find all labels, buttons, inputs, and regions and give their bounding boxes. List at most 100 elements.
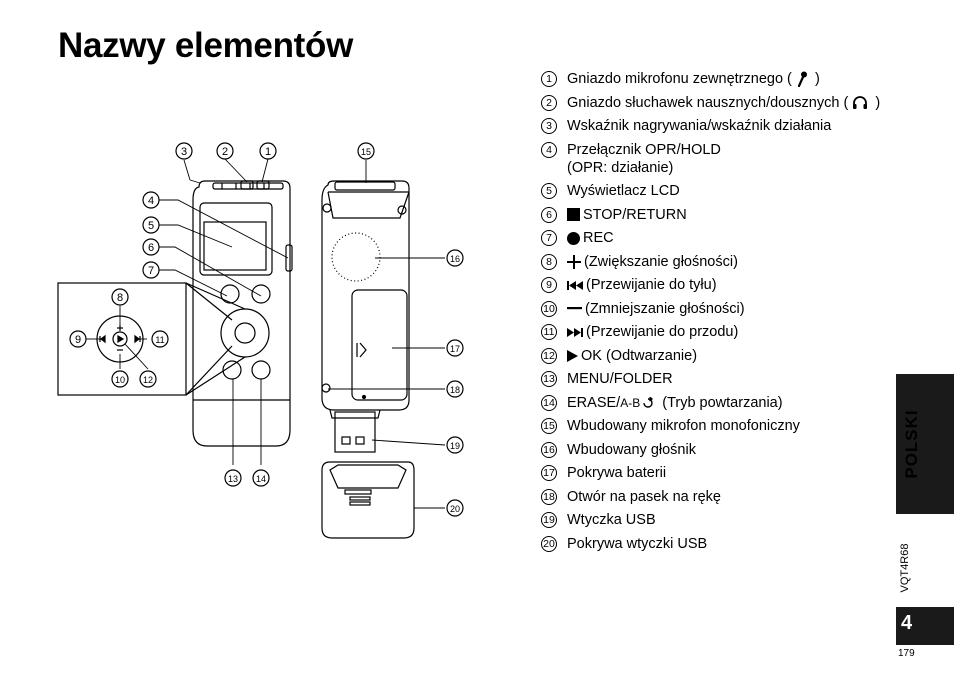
dial-ok xyxy=(234,322,256,344)
stop-square-icon xyxy=(567,208,580,222)
item-number: 12 xyxy=(541,347,557,364)
svg-text:17: 17 xyxy=(450,344,460,354)
item-number: 6 xyxy=(541,206,557,223)
back-mic-grille xyxy=(334,181,396,191)
list-item: 12 OK (Odtwarzanie) xyxy=(541,347,886,365)
parts-list: 1 Gniazdo mikrofonu zewnętrznego ( ) 2 G… xyxy=(541,70,886,558)
page-number: 4 xyxy=(901,612,913,634)
list-item: 10 (Zmniejszanie głośności) xyxy=(541,300,886,318)
item-number: 2 xyxy=(541,94,557,111)
svg-text:10: 10 xyxy=(115,375,125,385)
list-item: 1 Gniazdo mikrofonu zewnętrznego ( ) xyxy=(541,70,886,88)
page-number-box xyxy=(896,607,954,645)
list-item: 5 Wyświetlacz LCD xyxy=(541,182,886,200)
item-number: 4 xyxy=(541,141,557,158)
callout-2: 2 xyxy=(216,142,234,160)
minus-icon xyxy=(567,307,582,310)
item-number: 1 xyxy=(541,71,557,87)
svg-text:6: 6 xyxy=(148,242,154,254)
callout-4: 4 xyxy=(142,191,160,209)
svg-text:12: 12 xyxy=(143,375,153,385)
item-number: 5 xyxy=(541,183,557,199)
callout-1: 1 xyxy=(259,142,277,160)
item-number: 10 xyxy=(541,300,557,317)
list-item: 8 (Zwiększanie głośności) xyxy=(541,253,886,271)
list-item: 3 Wskaźnik nagrywania/wskaźnik działania xyxy=(541,117,886,135)
callout-16: 16 xyxy=(446,249,464,267)
erase-button xyxy=(251,360,271,380)
usb-cover xyxy=(321,461,415,539)
callout-19: 19 xyxy=(446,436,464,454)
list-item: 19 Wtyczka USB xyxy=(541,511,886,529)
record-dot-icon xyxy=(567,231,580,245)
item-number: 20 xyxy=(541,535,557,552)
callout-12: 12 xyxy=(139,370,157,388)
item-number: 16 xyxy=(541,441,557,458)
item-number: 7 xyxy=(541,230,557,246)
item-number: 13 xyxy=(541,371,557,387)
list-item: 20 Pokrywa wtyczki USB xyxy=(541,535,886,553)
device-diagram: 3 2 1 15 4 5 6 7 8 9 11 10 12 13 14 16 1… xyxy=(57,142,464,539)
list-item: 2 Gniazdo słuchawek nausznych/dousznych … xyxy=(541,94,886,112)
page-title: Nazwy elementów xyxy=(58,26,354,65)
svg-text:4: 4 xyxy=(148,195,154,207)
strap-hole xyxy=(321,383,331,393)
item-number: 14 xyxy=(541,394,557,411)
svg-text:8: 8 xyxy=(117,292,123,304)
callout-15: 15 xyxy=(357,142,375,160)
microphone-icon xyxy=(797,71,807,88)
list-item: 18 Otwór na pasek na rękę xyxy=(541,488,886,506)
item-number: 19 xyxy=(541,512,557,528)
list-item: 11 (Przewijanie do przodu) xyxy=(541,323,886,341)
headphone-jack xyxy=(240,180,254,190)
rewind-icon xyxy=(567,280,583,290)
svg-text:1: 1 xyxy=(265,146,271,158)
repeat-ab-icon: A-B xyxy=(620,396,658,410)
svg-text:20: 20 xyxy=(450,504,460,514)
callout-6: 6 xyxy=(142,238,160,256)
svg-text:9: 9 xyxy=(75,334,81,346)
usb-plug xyxy=(334,411,376,453)
back-body xyxy=(321,180,410,411)
callout-20: 20 xyxy=(446,499,464,517)
list-item: 6 STOP/RETURN xyxy=(541,206,886,224)
svg-text:19: 19 xyxy=(450,441,460,451)
item-number: 17 xyxy=(541,465,557,481)
lcd-frame xyxy=(199,202,273,276)
callout-13: 13 xyxy=(224,469,242,487)
callout-17: 17 xyxy=(446,339,464,357)
item-number: 8 xyxy=(541,253,557,270)
list-item: 9 (Przewijanie do tyłu) xyxy=(541,276,886,294)
list-item: 4 Przełącznik OPR/HOLD (OPR: działanie) xyxy=(541,141,886,177)
callout-5: 5 xyxy=(142,216,160,234)
menu-button xyxy=(222,360,242,380)
zoom-inset xyxy=(57,282,187,396)
callout-9: 9 xyxy=(69,330,87,348)
svg-text:18: 18 xyxy=(450,385,460,395)
front-top-ridge xyxy=(212,182,284,190)
svg-text:14: 14 xyxy=(256,474,266,484)
list-item: 7 REC xyxy=(541,229,886,247)
list-item: 13 MENU/FOLDER xyxy=(541,370,886,388)
leader-lines xyxy=(86,158,446,509)
list-item: 17 Pokrywa baterii xyxy=(541,464,886,482)
item-number: 18 xyxy=(541,488,557,505)
svg-text:3: 3 xyxy=(181,146,187,158)
callout-14: 14 xyxy=(252,469,270,487)
list-item: 15 Wbudowany mikrofon monofoniczny xyxy=(541,417,886,435)
callout-18: 18 xyxy=(446,380,464,398)
item-number: 15 xyxy=(541,418,557,434)
stop-button xyxy=(251,284,271,304)
speaker xyxy=(331,232,381,282)
fast-forward-icon xyxy=(567,327,583,337)
svg-text:16: 16 xyxy=(450,254,460,264)
item-number: 11 xyxy=(541,324,557,340)
callout-7: 7 xyxy=(142,261,160,279)
language-label: POLSKI xyxy=(902,409,921,479)
document-code: VQT4R68 xyxy=(899,543,911,593)
list-item: 16 Wbudowany głośnik xyxy=(541,441,886,459)
item-number: 3 xyxy=(541,118,557,134)
headphones-icon xyxy=(853,96,868,110)
plus-icon xyxy=(567,254,581,269)
page-number-small: 179 xyxy=(898,648,915,659)
